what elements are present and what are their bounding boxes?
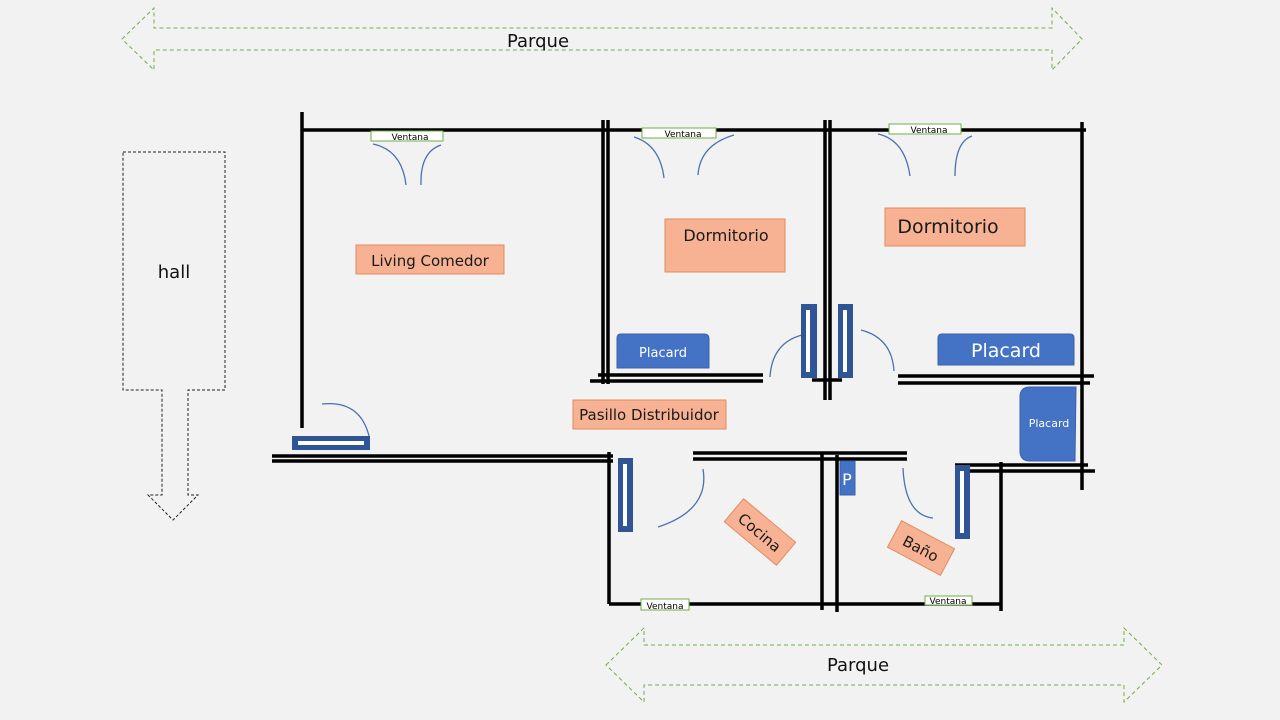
svg-text:Pasillo Distribuidor: Pasillo Distribuidor (579, 406, 719, 424)
svg-text:Ventana: Ventana (930, 597, 967, 607)
door-bedroom2 (838, 304, 853, 378)
window-bedroom1: Ventana (641, 127, 717, 140)
door-bedroom1 (801, 304, 817, 378)
room-pasillo-distribuidor: Pasillo Distribuidor (572, 399, 727, 430)
window-living: Ventana (370, 130, 444, 143)
hall-entrance: hall (122, 151, 226, 521)
svg-text:P: P (842, 470, 852, 489)
window-kitchen: Ventana (640, 598, 690, 612)
pantry-closet: P (839, 460, 856, 496)
park-arrow-bottom: Parque (605, 626, 1163, 704)
room-living-comedor: Living Comedor (355, 244, 505, 275)
park-label-bottom: Parque (827, 655, 889, 676)
closet-hallway: Placard (1019, 386, 1077, 462)
closet-bedroom2: Placard (937, 333, 1075, 366)
closet-bedroom1: Placard (616, 333, 710, 369)
svg-text:Dormitorio: Dormitorio (683, 226, 768, 245)
svg-text:Living Comedor: Living Comedor (371, 252, 490, 270)
window-bedroom2: Ventana (888, 123, 962, 136)
svg-text:Ventana: Ventana (392, 133, 429, 143)
room-dormitorio-1: Dormitorio (664, 218, 786, 273)
door-bathroom (955, 465, 970, 539)
svg-text:Ventana: Ventana (911, 126, 948, 136)
door-living (292, 436, 370, 450)
svg-text:Ventana: Ventana (647, 602, 684, 612)
room-bano: Baño (886, 519, 956, 577)
svg-text:Ventana: Ventana (665, 130, 702, 140)
hall-label: hall (158, 262, 190, 283)
room-cocina: Cocina (723, 497, 797, 567)
svg-text:Placard: Placard (639, 346, 687, 361)
door-swing-arcs (321, 329, 934, 528)
window-swing-arcs (372, 133, 973, 186)
room-dormitorio-2: Dormitorio (884, 207, 1026, 247)
svg-text:Placard: Placard (971, 340, 1041, 362)
park-arrow-top: Parque (121, 6, 1083, 72)
park-label-top: Parque (507, 31, 569, 52)
svg-text:Dormitorio: Dormitorio (897, 216, 998, 238)
door-kitchen (618, 458, 633, 532)
svg-text:Placard: Placard (1029, 417, 1070, 430)
window-bathroom: Ventana (924, 595, 973, 607)
